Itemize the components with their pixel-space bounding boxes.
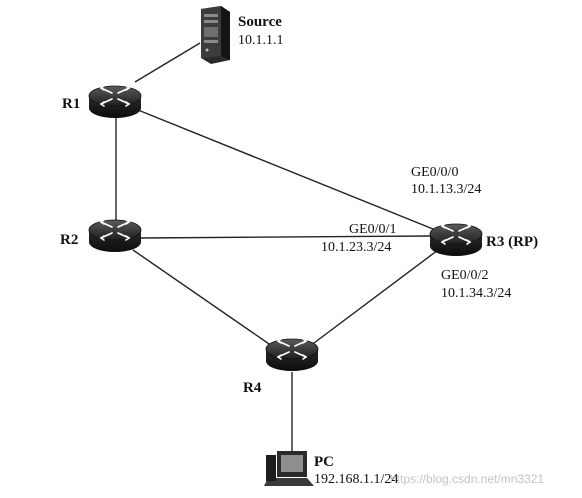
- router-r2-label: R2: [60, 232, 78, 248]
- pc-icon: [264, 451, 314, 486]
- links: [115, 42, 439, 452]
- router-icon: [265, 338, 319, 372]
- source-ip: 10.1.1.1: [238, 33, 284, 48]
- r3-ge002-ip: 10.1.34.3/24: [441, 286, 511, 301]
- router-r3-label: R3 (RP): [486, 234, 538, 250]
- r3-ge001-name: GE0/0/1: [349, 222, 396, 237]
- r3-ge000-ip: 10.1.13.3/24: [411, 182, 481, 197]
- router-icon: [88, 85, 142, 119]
- link-source-r1: [134, 42, 201, 83]
- link-r3-r4: [309, 249, 439, 347]
- pc-ip: 192.168.1.1/24: [314, 472, 398, 487]
- pc-label: PC: [314, 454, 334, 470]
- r3-ge000-name: GE0/0/0: [411, 165, 458, 180]
- link-r1-r3: [137, 109, 439, 232]
- link-r2-r3: [140, 235, 431, 239]
- router-icon: [88, 219, 142, 253]
- watermark: https://blog.csdn.net/mn3321: [390, 472, 544, 486]
- source-label: Source: [238, 14, 282, 30]
- router-r4-label: R4: [243, 380, 262, 396]
- r3-ge002-name: GE0/0/2: [441, 268, 488, 283]
- router-r1-label: R1: [62, 96, 80, 112]
- server-icon: [201, 6, 230, 64]
- router-icon: [429, 223, 483, 257]
- r3-ge001-ip: 10.1.23.3/24: [321, 240, 391, 255]
- link-r2-r4: [132, 249, 273, 347]
